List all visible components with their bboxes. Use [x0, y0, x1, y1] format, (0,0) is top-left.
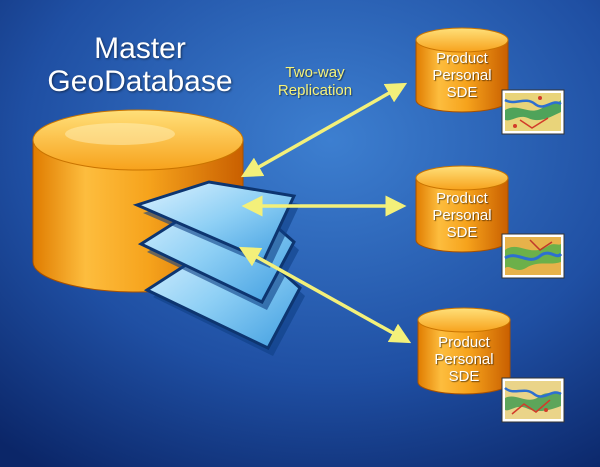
master-geodatabase-label: Master GeoDatabase [40, 32, 240, 98]
map-thumbnail-icon-2 [501, 233, 565, 279]
product-label-3-line3: SDE [448, 368, 480, 385]
product-label-3-line1: Product [438, 334, 490, 351]
product-label-2-line2: Personal [432, 207, 492, 224]
master-label-line2: GeoDatabase [47, 65, 233, 98]
product-label-1-line3: SDE [446, 84, 478, 101]
product-label-1-line2: Personal [432, 67, 492, 84]
product-database-icon-1 [415, 27, 509, 113]
product-label-2: Product Personal SDE [407, 190, 517, 241]
replication-label-line1: Two-way [285, 64, 345, 81]
product-label-3-line2: Personal [434, 351, 494, 368]
map-thumbnail-icon-1 [501, 89, 565, 135]
product-database-icon-2 [415, 165, 509, 253]
replication-label: Two-way Replication [260, 64, 370, 100]
replication-arrow-3 [238, 246, 412, 344]
product-label-2-line1: Product [436, 190, 488, 207]
replication-label-line2: Replication [277, 82, 353, 99]
product-label-2-line3: SDE [446, 224, 478, 241]
master-label-line1: Master [94, 32, 186, 65]
product-label-1: Product Personal SDE [407, 50, 517, 101]
product-database-icon-3 [417, 307, 511, 395]
product-label-3: Product Personal SDE [409, 334, 519, 385]
product-label-1-line1: Product [436, 50, 488, 67]
replication-arrow-1 [240, 82, 408, 178]
map-thumbnail-icon-3 [501, 377, 565, 423]
